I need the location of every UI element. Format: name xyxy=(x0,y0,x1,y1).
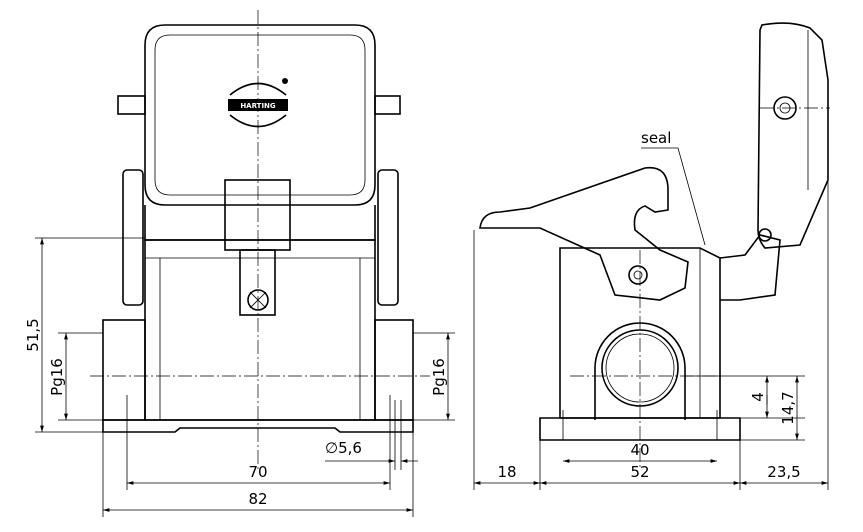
dim-entry-height: 14,7 xyxy=(740,375,805,441)
offset-dim-label: 4 xyxy=(749,392,767,402)
dim-height: 51,5 xyxy=(24,237,145,433)
dim-side-holes: 40 xyxy=(563,441,717,463)
side-base-width-label: 52 xyxy=(630,463,649,481)
lock-screw xyxy=(247,289,269,311)
logo-text: HARTING xyxy=(240,102,276,110)
side-hole-spacing-label: 40 xyxy=(630,441,649,459)
dim-entry-left: Pg16 xyxy=(48,332,103,421)
dim-hole-spacing: 70 xyxy=(126,395,391,490)
height-dim-label: 51,5 xyxy=(24,318,42,351)
side-housing-body xyxy=(559,247,721,419)
dim-side-base: 52 18 23,5 xyxy=(473,180,829,490)
cable-entry-boss xyxy=(594,322,686,420)
dim-hole: ∅5,6 xyxy=(325,400,418,470)
entry-left-label: Pg16 xyxy=(48,358,66,396)
seal-leader xyxy=(641,147,706,246)
front-view: HARTING 51,5 xyxy=(24,10,455,517)
side-view: seal 4 14,7 40 52 18 xyxy=(473,22,830,490)
base-width-label: 82 xyxy=(248,490,267,508)
seal-label: seal xyxy=(641,129,671,147)
hood-outline xyxy=(144,24,376,206)
hole-dim-label: ∅5,6 xyxy=(325,439,362,457)
hood-overhang-label: 23,5 xyxy=(767,463,800,481)
dim-offset: 4 xyxy=(685,375,805,419)
right-latch xyxy=(377,169,399,306)
hinge-bracket xyxy=(719,234,781,301)
left-pin xyxy=(117,95,146,115)
entry-right-label: Pg16 xyxy=(430,358,448,396)
cable-entry-bore xyxy=(601,329,679,407)
left-latch xyxy=(122,169,144,306)
entry-height-label: 14,7 xyxy=(779,391,797,424)
lock-bracket xyxy=(239,249,276,316)
hole-spacing-label: 70 xyxy=(248,463,267,481)
open-hood xyxy=(757,22,829,249)
lever-overhang-label: 18 xyxy=(497,463,516,481)
harting-logo: HARTING xyxy=(228,78,288,128)
housing-body xyxy=(144,239,376,421)
right-cable-entry xyxy=(374,319,414,421)
hood-neck xyxy=(144,205,376,241)
left-cable-entry xyxy=(102,319,146,421)
right-pin xyxy=(374,95,401,115)
lever-pivot xyxy=(628,265,648,285)
locking-lever xyxy=(479,166,689,301)
dim-base-width: 82 xyxy=(102,432,414,517)
dim-entry-right: Pg16 xyxy=(413,332,455,421)
hood-inner xyxy=(154,34,366,196)
